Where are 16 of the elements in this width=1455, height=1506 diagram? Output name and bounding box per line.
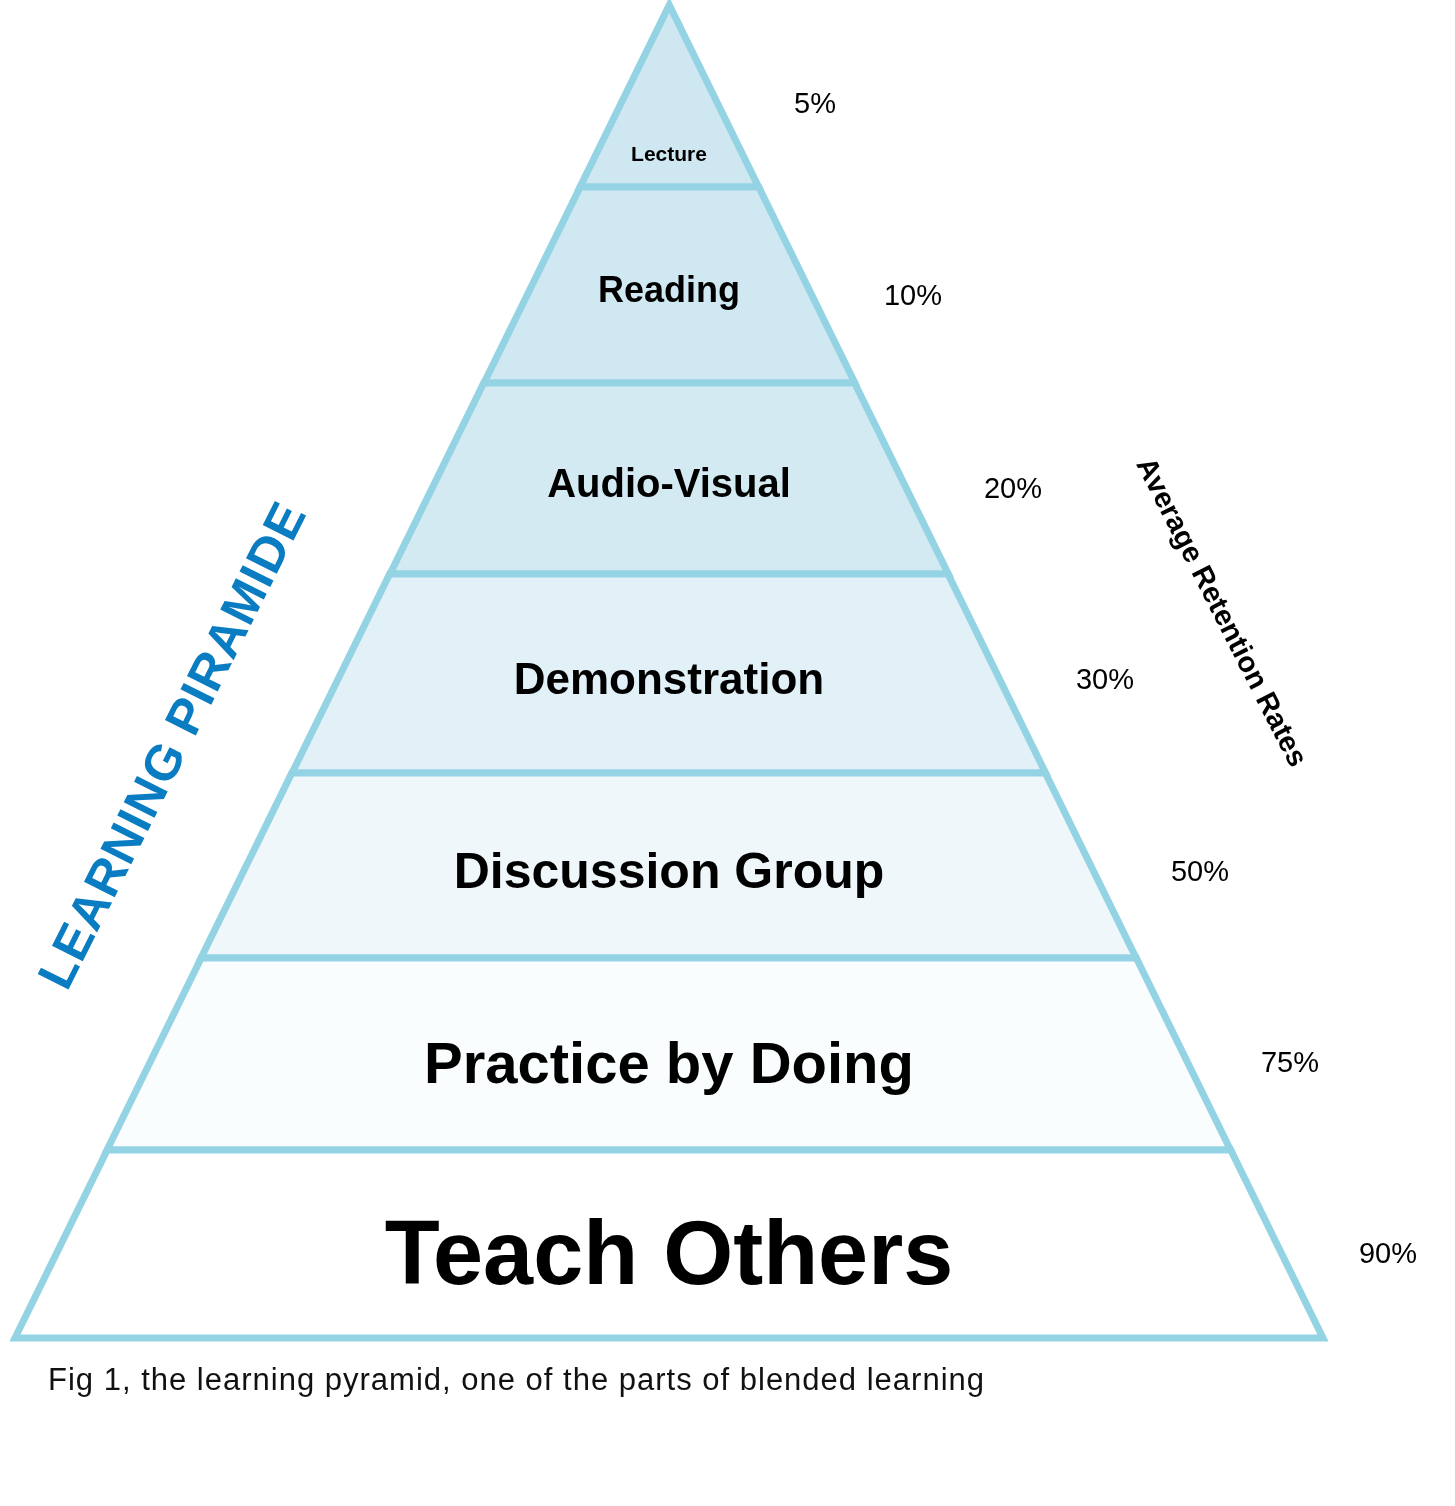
layer-label: Reading [596, 269, 741, 311]
layer-label: Discussion Group [452, 842, 886, 900]
retention-percentage: 5% [794, 86, 836, 120]
figure-caption: Fig 1, the learning pyramid, one of the parts of blended learning [48, 1362, 985, 1398]
retention-percentage: 20% [984, 471, 1042, 505]
layer-label: Demonstration [512, 654, 826, 704]
layer-label: Teach Others [383, 1201, 955, 1305]
layer-label: Lecture [630, 142, 708, 166]
pyramid-layer [9, 1144, 1329, 1344]
retention-percentage: 50% [1171, 854, 1229, 888]
layer-label: Audio-Visual [546, 460, 792, 506]
retention-percentage: 90% [1359, 1236, 1417, 1270]
retention-percentage: 30% [1076, 662, 1134, 696]
layer-label: Practice by Doing [423, 1028, 915, 1096]
retention-percentage: 75% [1261, 1045, 1319, 1079]
retention-percentage: 10% [884, 278, 942, 312]
